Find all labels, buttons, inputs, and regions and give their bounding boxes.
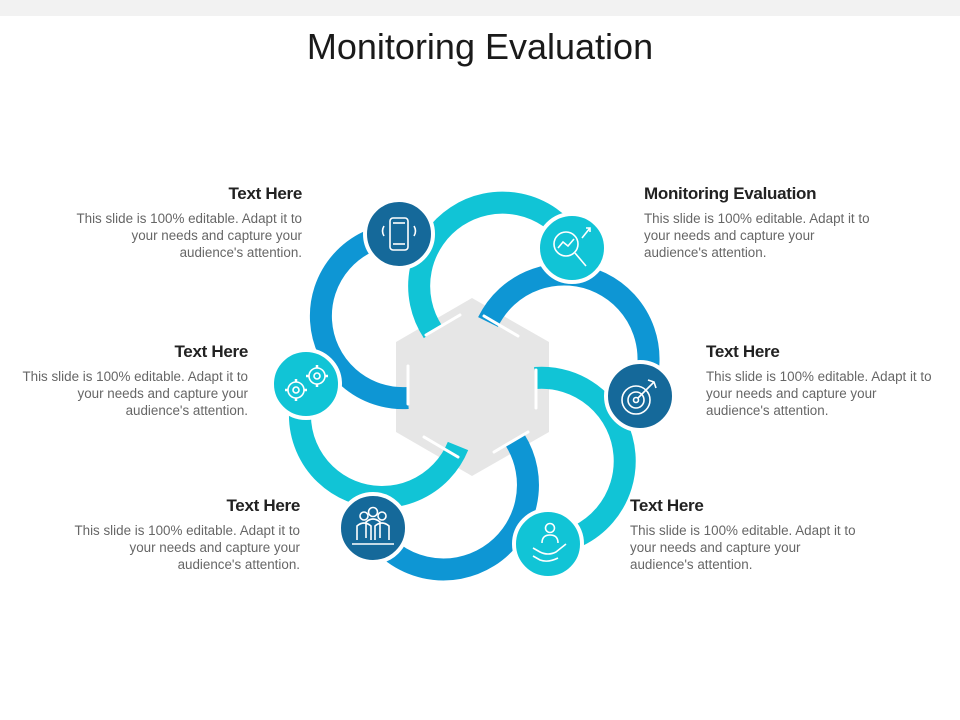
text-block-target: Text Here This slide is 100% editable. A… bbox=[706, 342, 936, 419]
gears-icon bbox=[285, 365, 328, 401]
arm-hand bbox=[534, 366, 636, 555]
arm-team bbox=[362, 434, 539, 581]
block-body: This slide is 100% editable. Adapt it to… bbox=[706, 369, 932, 418]
hand-person-icon bbox=[532, 522, 567, 562]
top-bar bbox=[0, 0, 960, 16]
node-smartphone bbox=[363, 198, 435, 270]
block-body: This slide is 100% editable. Adapt it to… bbox=[644, 211, 870, 260]
node-magnifier bbox=[536, 212, 608, 284]
team-icon bbox=[352, 506, 394, 545]
block-heading: Monitoring Evaluation bbox=[644, 184, 817, 203]
node-gears bbox=[270, 348, 342, 420]
separator bbox=[424, 313, 462, 337]
center-hexagon bbox=[396, 298, 549, 476]
block-body: This slide is 100% editable. Adapt it to… bbox=[76, 211, 302, 260]
block-heading: Text Here bbox=[228, 184, 302, 203]
arm-gears bbox=[288, 379, 469, 509]
block-body: This slide is 100% editable. Adapt it to… bbox=[74, 523, 300, 572]
node-team bbox=[337, 492, 409, 564]
block-body: This slide is 100% editable. Adapt it to… bbox=[22, 369, 248, 418]
block-heading: Text Here bbox=[174, 342, 248, 361]
separator bbox=[492, 430, 530, 454]
block-heading: Text Here bbox=[226, 496, 300, 515]
text-block-hand: Text Here This slide is 100% editable. A… bbox=[630, 496, 860, 573]
arm-target bbox=[478, 263, 660, 401]
separator bbox=[422, 435, 460, 459]
text-block-smartphone: Text Here This slide is 100% editable. A… bbox=[72, 184, 302, 261]
block-heading: Text Here bbox=[630, 496, 704, 515]
arm-smartphone bbox=[309, 223, 409, 410]
block-heading: Text Here bbox=[706, 342, 780, 361]
target-icon bbox=[621, 379, 657, 415]
page-title: Monitoring Evaluation bbox=[306, 26, 654, 67]
text-block-gears: Text Here This slide is 100% editable. A… bbox=[18, 342, 248, 419]
text-block-team: Text Here This slide is 100% editable. A… bbox=[70, 496, 300, 573]
arm-magnifier bbox=[408, 191, 582, 339]
magnifier-analytics-icon bbox=[553, 227, 591, 267]
separator bbox=[482, 314, 520, 338]
node-target bbox=[604, 360, 676, 432]
block-body: This slide is 100% editable. Adapt it to… bbox=[630, 523, 856, 572]
text-block-magnifier: Monitoring Evaluation This slide is 100%… bbox=[644, 184, 874, 261]
node-hand bbox=[512, 508, 584, 580]
smartphone-icon bbox=[381, 217, 417, 251]
